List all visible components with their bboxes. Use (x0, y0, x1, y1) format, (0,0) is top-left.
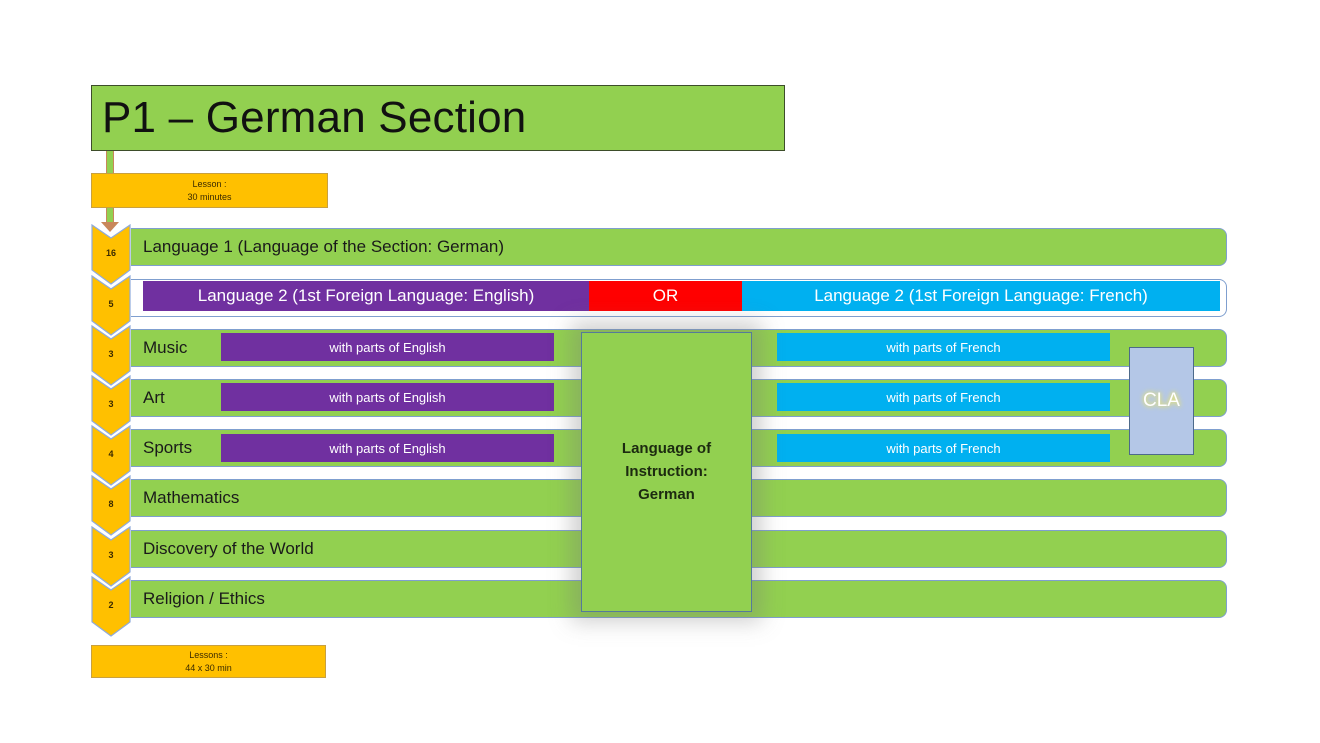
lesson-count-chevron: 5 (91, 275, 131, 336)
subject-name: Mathematics (143, 488, 240, 507)
chevron-down-icon (91, 425, 131, 486)
lesson-duration-value: 30 minutes (187, 191, 232, 202)
cla-box: CLA (1129, 347, 1194, 455)
subject-name: Language 1 (Language of the Section: Ger… (143, 237, 505, 256)
chevron-down-icon (91, 224, 131, 285)
lesson-duration-label: Lesson : (192, 178, 227, 189)
english-parts-label: with parts of English (329, 339, 446, 355)
lesson-duration-box: Lesson : 30 minutes (91, 173, 328, 208)
english-parts-label: with parts of English (329, 389, 446, 405)
lesson-count: 3 (108, 550, 114, 560)
connector-arrow-head-icon (101, 222, 119, 232)
lesson-count-chevron: 4 (91, 425, 131, 486)
language-2-english-bar: Language 2 (1st Foreign Language: Englis… (143, 281, 589, 311)
lesson-count-chevron: 3 (91, 375, 131, 436)
lesson-count: 3 (108, 399, 114, 409)
section-title-text: P1 – German Section (102, 93, 527, 142)
sports-english-parts-bar: with parts of English (221, 434, 554, 462)
lesson-count: 3 (108, 349, 114, 359)
section-title: P1 – German Section (91, 85, 785, 151)
language-2-french-label: Language 2 (1st Foreign Language: French… (814, 286, 1148, 305)
lesson-count-chevron: 3 (91, 325, 131, 386)
chevron-down-icon (91, 576, 131, 637)
subject-name: Sports (143, 438, 193, 457)
language-2-english-label: Language 2 (1st Foreign Language: Englis… (197, 286, 535, 305)
lesson-count-chevron: 8 (91, 475, 131, 536)
instruction-line-3: German (638, 486, 695, 503)
art-english-parts-bar: with parts of English (221, 383, 554, 411)
chevron-down-icon (91, 375, 131, 436)
french-parts-label: with parts of French (886, 389, 1001, 405)
french-parts-label: with parts of French (886, 339, 1001, 355)
or-label: OR (652, 286, 679, 305)
subject-name: Discovery of the World (143, 539, 314, 558)
music-french-parts-bar: with parts of French (777, 333, 1110, 361)
subject-row-language-2: Language 2 (1st Foreign Language: Englis… (131, 279, 1227, 317)
instruction-line-2: Instruction: (625, 463, 708, 480)
lesson-count-chevron: 2 (91, 576, 131, 637)
subject-row-language-1: Language 1 (Language of the Section: Ger… (131, 228, 1227, 266)
chevron-down-icon (91, 325, 131, 386)
subject-name: Art (143, 388, 165, 407)
total-lessons-box: Lessons : 44 x 30 min (91, 645, 326, 678)
total-lessons-value: 44 x 30 min (185, 662, 232, 673)
subject-name: Music (143, 338, 188, 357)
instruction-line-1: Language of (621, 440, 712, 457)
cla-label: CLA (1143, 390, 1180, 411)
chevron-down-icon (91, 275, 131, 336)
lesson-count: 2 (108, 600, 114, 610)
chevron-down-icon (91, 526, 131, 587)
or-separator: OR (589, 281, 742, 311)
lesson-count-chevron: 3 (91, 526, 131, 587)
language-2-french-bar: Language 2 (1st Foreign Language: French… (742, 281, 1220, 311)
english-parts-label: with parts of English (329, 440, 446, 456)
total-lessons-label: Lessons : (189, 649, 228, 660)
language-of-instruction-box: Language of Instruction: German (581, 332, 752, 612)
sports-french-parts-bar: with parts of French (777, 434, 1110, 462)
music-english-parts-bar: with parts of English (221, 333, 554, 361)
art-french-parts-bar: with parts of French (777, 383, 1110, 411)
lesson-count: 4 (108, 449, 114, 459)
lesson-count-chevron: 16 (91, 224, 131, 285)
lesson-count: 5 (108, 299, 114, 309)
subject-name: Religion / Ethics (143, 589, 265, 608)
chevron-down-icon (91, 475, 131, 536)
lesson-count: 16 (105, 248, 116, 258)
lesson-count: 8 (108, 499, 114, 509)
french-parts-label: with parts of French (886, 440, 1001, 456)
